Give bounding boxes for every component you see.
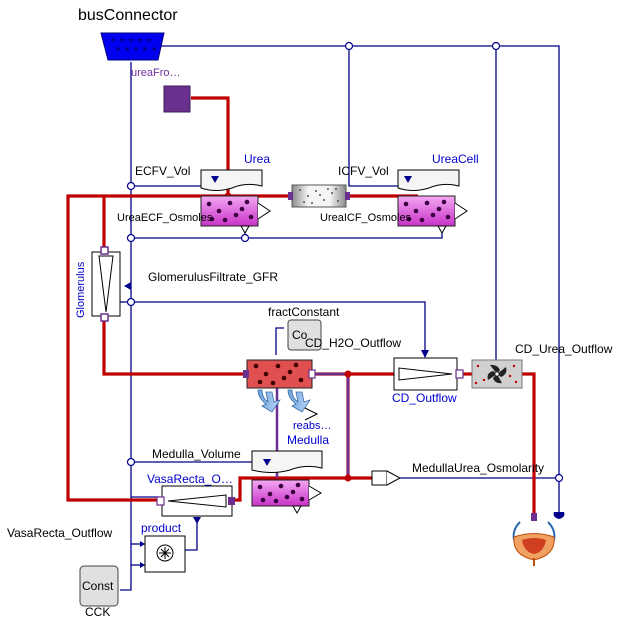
product-label: product [141,521,182,535]
cd-outflow-label: CD_Outflow [392,391,457,405]
reabs-label: reabs… [293,420,332,432]
medulla-volume-sheet [251,450,323,473]
urea-icf-compartment[interactable] [397,195,468,235]
medulla-urea-osmolarity-block[interactable] [371,470,402,486]
fract-constant-label: fractConstant [268,305,340,319]
ecfv-vol-label: ECFV_Vol [135,164,190,178]
urea-label: Urea [244,152,270,166]
urea-cell-label: UreaCell [432,152,479,166]
bladder-icon[interactable] [512,513,556,566]
membrane-tube[interactable] [288,184,350,208]
cd-urea-outflow-label: CD_Urea_Outflow [515,342,613,356]
glomerulus-block[interactable] [91,246,131,322]
medulla-compartment[interactable] [251,479,322,515]
co-label: Co [292,328,308,342]
fract-constant-block[interactable]: Co [287,319,322,351]
const-label: Const [82,579,114,593]
urea-ecf-volume-sheet [200,169,263,191]
const-block[interactable]: Const [79,565,119,607]
product-block[interactable] [140,535,186,573]
gfr-label: GlomerulusFiltrate_GFR [148,270,278,284]
cd-outflow-block[interactable] [393,350,464,391]
glomerulus-label: Glomerulus [75,261,87,318]
urea-source-block[interactable] [163,85,191,113]
urea-icf-osmoles-label: UreaICF_Osmoles [320,212,412,224]
page-title: busConnector [78,7,178,24]
medulla-label: Medulla [287,433,329,447]
reabsorption-arrows-icon[interactable] [257,389,319,421]
cd-h2o-outflow-label: CD_H2O_Outflow [305,336,401,350]
vasa-recta-outflow-label: VasaRecta_Outflow [7,526,112,540]
urea-from-label: ureaFro… [131,67,181,79]
bus-terminator [553,512,565,519]
flow-wires [66,96,536,515]
cck-label: CCK [85,605,110,619]
urea-icf-volume-sheet [397,169,460,191]
signal-junctions [126,41,564,483]
bus-connector[interactable] [100,32,165,61]
medulla-volume-label: Medulla_Volume [152,447,241,461]
collecting-duct-compartment[interactable] [243,359,316,389]
cd-urea-outflow-pump-icon[interactable] [471,359,523,389]
vasa-recta-o-label: VasaRecta_O… [147,472,233,486]
urea-ecf-osmoles-label: UreaECF_Osmoles [117,212,213,224]
medulla-urea-osmolarity-label: MedullaUrea_Osmolarity [412,461,544,475]
vasa-recta-outflow-block[interactable] [156,485,235,524]
icfv-vol-label: ICFV_Vol [338,164,389,178]
urea-ecf-compartment[interactable] [200,195,271,235]
